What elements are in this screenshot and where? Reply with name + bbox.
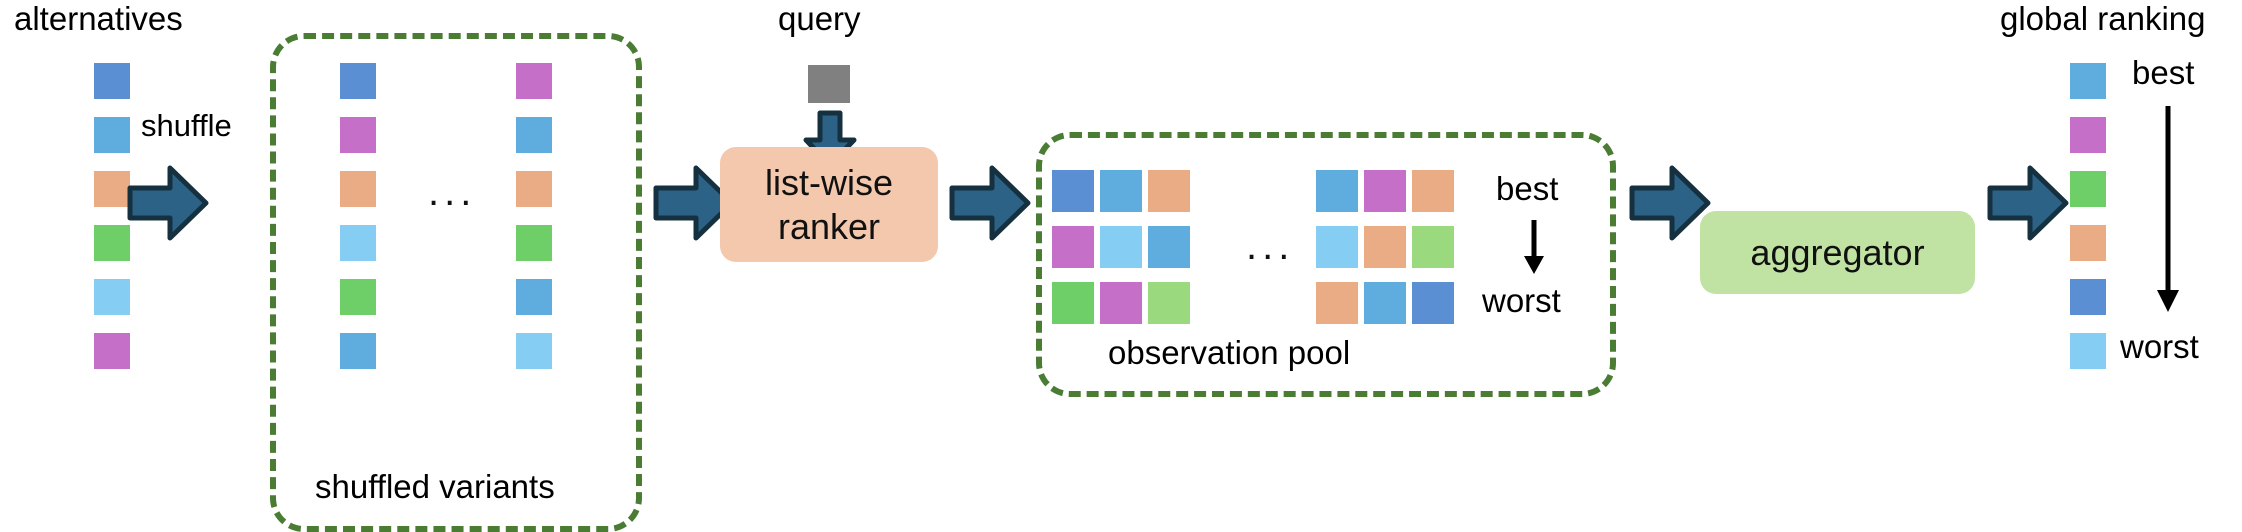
aggregator-to-ranking-arrow-icon xyxy=(1987,165,2069,241)
ranker-to-pool-arrow-icon xyxy=(949,165,1031,241)
pool-worst-label: worst xyxy=(1482,282,1561,319)
ranking-swatch-1 xyxy=(2070,63,2106,99)
alternative-swatch-2 xyxy=(94,117,130,153)
variantn-swatch-5 xyxy=(516,279,552,315)
obsn-r1c1 xyxy=(1316,170,1358,212)
shuffled-variants-panel xyxy=(270,33,642,532)
obs1-r2c2 xyxy=(1100,226,1142,268)
shuffle-label: shuffle xyxy=(141,108,232,143)
aggregator-box[interactable]: aggregator xyxy=(1700,211,1975,294)
obs1-r3c1 xyxy=(1052,282,1094,324)
variantn-swatch-1 xyxy=(516,63,552,99)
variant1-swatch-6 xyxy=(340,333,376,369)
alternative-swatch-6 xyxy=(94,333,130,369)
aggregator-text: aggregator xyxy=(1750,231,1925,273)
pool-best-label: best xyxy=(1496,170,1559,207)
variant1-swatch-5 xyxy=(340,279,376,315)
obsn-r3c1 xyxy=(1316,282,1358,324)
list-wise-ranker-text: list-wise ranker xyxy=(765,161,893,249)
obsn-r3c2 xyxy=(1364,282,1406,324)
alternatives-label: alternatives xyxy=(14,0,183,37)
query-swatch xyxy=(808,65,850,103)
obsn-r2c3 xyxy=(1412,226,1454,268)
ranking-direction-arrow-icon xyxy=(2157,106,2179,312)
ranking-swatch-4 xyxy=(2070,225,2106,261)
list-wise-ranker-line1: list-wise xyxy=(764,161,893,203)
variantn-swatch-3 xyxy=(516,171,552,207)
shuffle-arrow-icon xyxy=(127,165,209,241)
ranking-worst-label: worst xyxy=(2120,328,2199,365)
alternative-swatch-4 xyxy=(94,225,130,261)
global-ranking-label: global ranking xyxy=(2000,0,2206,37)
pool-rank-direction-arrow-icon xyxy=(1524,220,1544,274)
obsn-r2c1 xyxy=(1316,226,1358,268)
obsn-r2c2 xyxy=(1364,226,1406,268)
obs1-r2c1 xyxy=(1052,226,1094,268)
observation-pool-ellipsis: ... xyxy=(1246,224,1295,268)
obsn-r1c3 xyxy=(1412,170,1454,212)
obs1-r1c2 xyxy=(1100,170,1142,212)
obs1-r3c3 xyxy=(1148,282,1190,324)
obsn-r1c2 xyxy=(1364,170,1406,212)
list-wise-ranker-line2: ranker xyxy=(777,205,881,247)
obs1-r1c3 xyxy=(1148,170,1190,212)
shuffled-variants-label: shuffled variants xyxy=(315,468,555,505)
obsn-r3c3 xyxy=(1412,282,1454,324)
ranking-swatch-3 xyxy=(2070,171,2106,207)
variantn-swatch-2 xyxy=(516,117,552,153)
variantn-swatch-4 xyxy=(516,225,552,261)
alternative-swatch-1 xyxy=(94,63,130,99)
ranking-swatch-2 xyxy=(2070,117,2106,153)
variant1-swatch-2 xyxy=(340,117,376,153)
observation-pool-label: observation pool xyxy=(1108,334,1351,371)
list-wise-ranker-box[interactable]: list-wise ranker xyxy=(720,147,938,262)
variant1-swatch-1 xyxy=(340,63,376,99)
shuffled-variants-ellipsis: ... xyxy=(428,170,477,214)
observation-pool-panel xyxy=(1036,132,1616,397)
obs1-r2c3 xyxy=(1148,226,1190,268)
pool-to-aggregator-arrow-icon xyxy=(1629,165,1711,241)
alternative-swatch-5 xyxy=(94,279,130,315)
variant1-swatch-3 xyxy=(340,171,376,207)
obs1-r1c1 xyxy=(1052,170,1094,212)
alternative-swatch-3 xyxy=(94,171,130,207)
variantn-swatch-6 xyxy=(516,333,552,369)
ranking-swatch-6 xyxy=(2070,333,2106,369)
obs1-r3c2 xyxy=(1100,282,1142,324)
ranking-swatch-5 xyxy=(2070,279,2106,315)
ranking-best-label: best xyxy=(2132,54,2195,91)
variant1-swatch-4 xyxy=(340,225,376,261)
variants-to-ranker-arrow-icon xyxy=(653,165,735,241)
query-label: query xyxy=(778,0,861,37)
